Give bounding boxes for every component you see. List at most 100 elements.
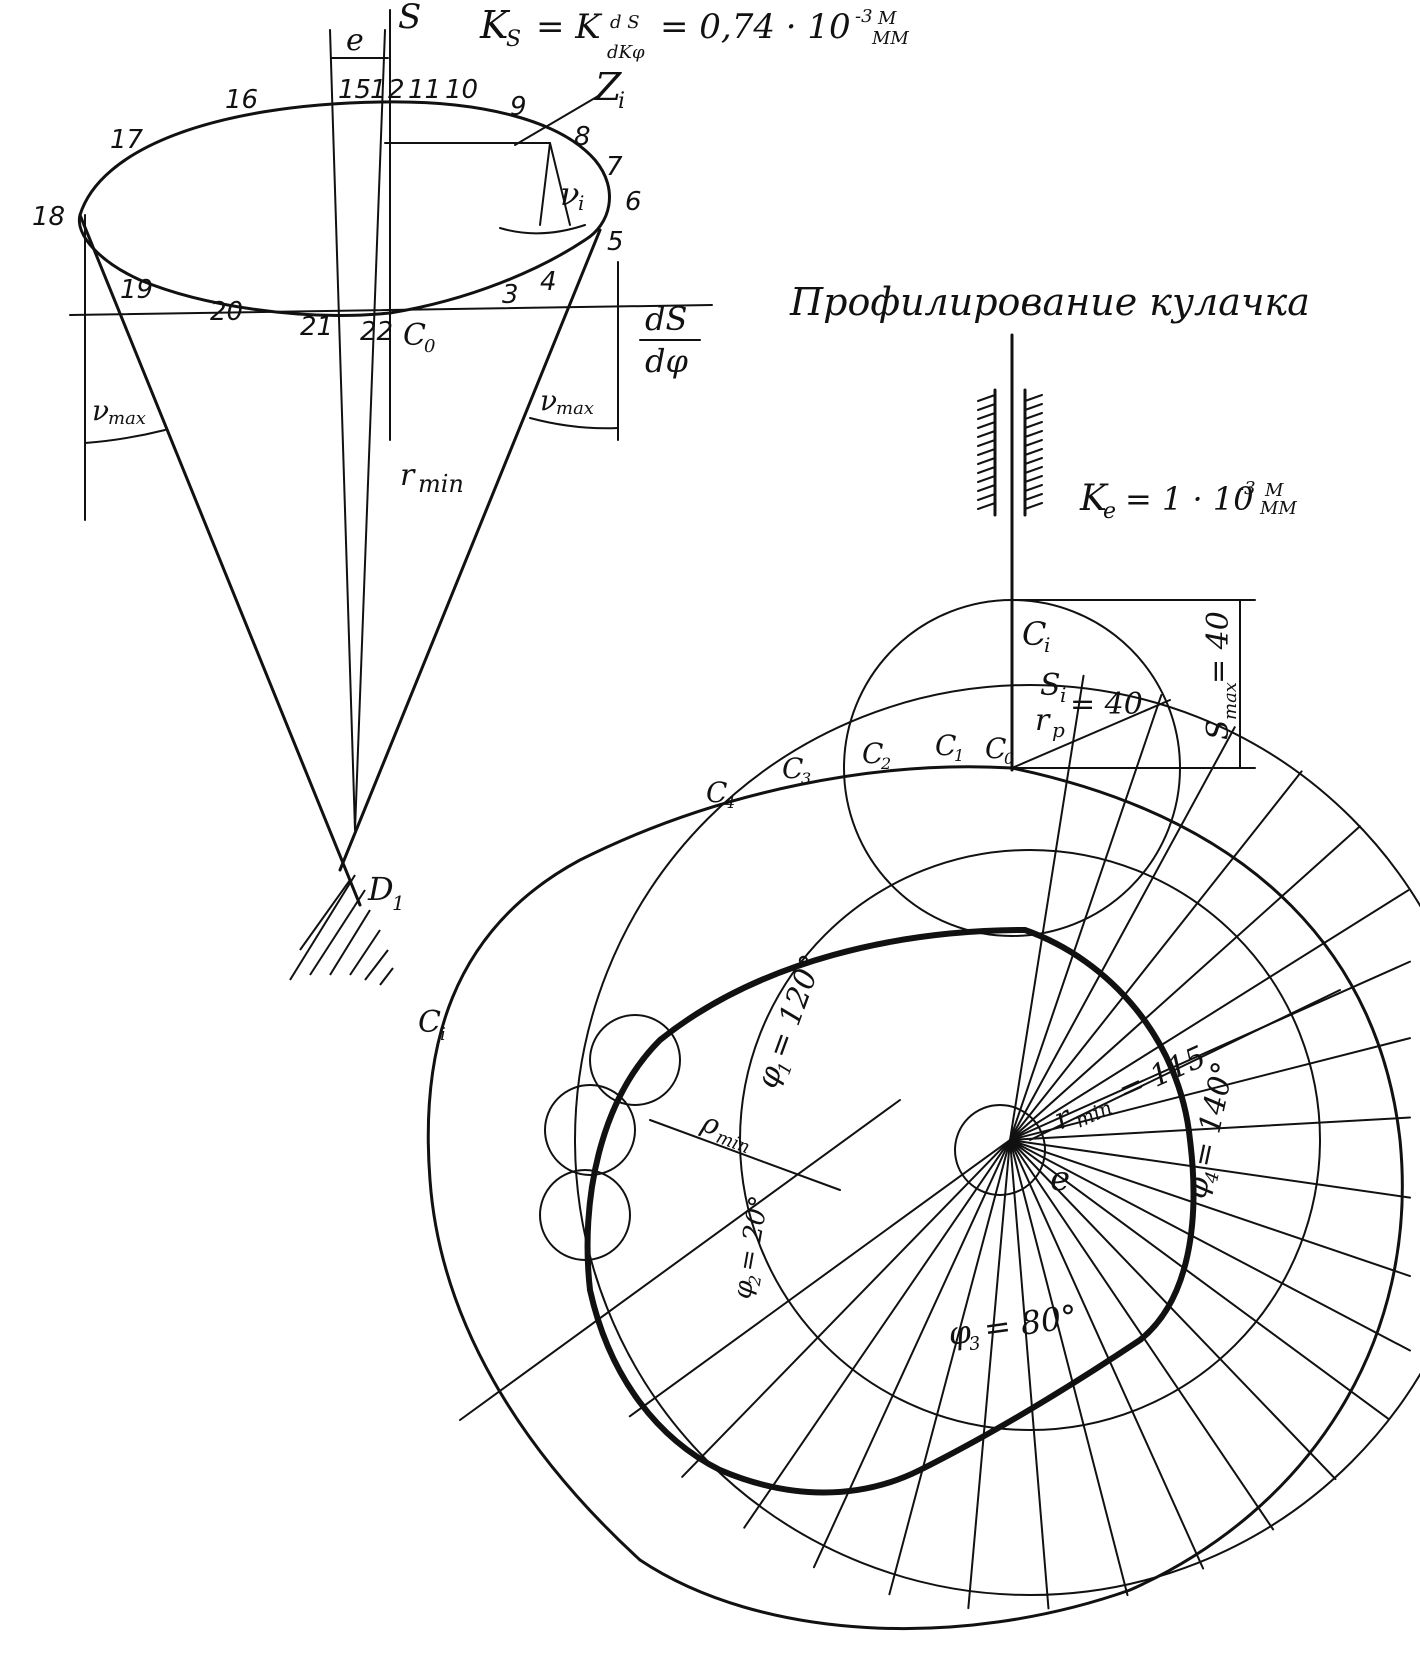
guide-tick xyxy=(977,502,996,510)
guide-tick xyxy=(1024,421,1043,429)
point-label-18: 18 xyxy=(32,202,65,232)
kl-symbol: K xyxy=(1079,478,1109,519)
cam-rays xyxy=(628,674,1411,1610)
guide-tick xyxy=(1024,484,1043,492)
cam-ray xyxy=(1009,694,1163,1141)
ks-unit-bot: MM xyxy=(871,28,909,49)
dsdphi-bot: dφ xyxy=(645,342,688,380)
point-label-11: 11 xyxy=(408,75,441,105)
cam-ray xyxy=(1009,1037,1411,1141)
point-label-4: 4 xyxy=(540,267,557,297)
rho-min-sub: min xyxy=(713,1127,753,1159)
guide-tick xyxy=(1024,502,1043,510)
c0-label: C xyxy=(985,732,1006,765)
numax-right-arc xyxy=(529,417,619,430)
ci-top-label: C xyxy=(1022,615,1046,653)
follower-guide-ticks xyxy=(977,394,1043,510)
rmin-upper-label: r xyxy=(400,458,416,493)
cam-ray xyxy=(1009,1139,1411,1278)
cam-ray xyxy=(1009,1139,1337,1481)
cam-ray xyxy=(1009,1139,1411,1352)
c3-sub: 3 xyxy=(801,769,811,788)
guide-tick xyxy=(977,412,996,420)
roller-circle-3 xyxy=(539,1169,631,1261)
cam-drawing xyxy=(426,333,1420,1631)
nu-i-sub: i xyxy=(578,191,584,215)
point-label-20: 20 xyxy=(210,297,243,327)
c2-label: C xyxy=(862,737,883,770)
point-label-6: 6 xyxy=(625,187,642,217)
guide-tick xyxy=(1024,430,1043,438)
normal-line xyxy=(539,142,551,226)
ks-subscript: S xyxy=(506,27,521,52)
guide-tick xyxy=(977,493,996,501)
kl-exponent: -3 xyxy=(1238,478,1256,499)
guide-tick xyxy=(1024,403,1043,411)
e-offset-line-2 xyxy=(354,29,386,831)
s-axis-label: S xyxy=(398,0,421,37)
ds-dphi-curve xyxy=(77,100,611,317)
point-label-16: 16 xyxy=(225,85,258,115)
ks-value: = 0,74 · 10 xyxy=(660,7,851,47)
hatched-region xyxy=(289,874,394,986)
point-label-7: 7 xyxy=(606,152,623,182)
hub-circle xyxy=(954,1104,1046,1196)
point-label-17: 17 xyxy=(110,125,144,155)
guide-tick xyxy=(977,430,996,438)
guide-tick xyxy=(977,394,996,402)
guide-tick xyxy=(977,448,996,456)
c1-sub: 1 xyxy=(954,746,964,765)
guide-tick xyxy=(1024,493,1043,501)
phi1-value: = 120° xyxy=(761,950,830,1062)
rp-radius-line xyxy=(1011,699,1171,769)
kl-subscript: e xyxy=(1103,499,1116,524)
phi2-sub: 2 xyxy=(745,1274,766,1288)
cam-ray xyxy=(967,1139,1011,1610)
smax-label: S xyxy=(1201,719,1236,740)
c1-label: C xyxy=(935,729,956,762)
c2-sub: 2 xyxy=(880,754,891,773)
point-label-8: 8 xyxy=(574,122,591,152)
cam-ray xyxy=(1009,1139,1275,1531)
phi4-sub: 4 xyxy=(1201,1170,1224,1187)
guide-tick xyxy=(977,484,996,492)
c3-label: C xyxy=(782,752,803,785)
point-label-22: 22 xyxy=(360,317,393,347)
roller-circle-2 xyxy=(544,1084,636,1176)
point-label-2: 2 xyxy=(388,75,405,105)
numax-left-label: ν xyxy=(92,394,109,427)
cam-ray xyxy=(1009,1116,1411,1141)
smax-sub: max xyxy=(1220,682,1241,720)
c0-axis-sub: 0 xyxy=(424,336,435,357)
secant-line xyxy=(459,1099,901,1421)
si-sub: i xyxy=(1060,683,1066,707)
zi-sub: i xyxy=(618,89,625,114)
labels: K S = K d S dKφ = 0,74 · 10 -3 M MM S e … xyxy=(32,0,1310,1355)
guide-tick xyxy=(1024,475,1043,483)
c4-label: C xyxy=(706,776,727,809)
d1-label: D xyxy=(367,870,394,908)
e-top-label: e xyxy=(346,23,364,58)
c0-sub: 0 xyxy=(1004,749,1014,768)
numax-right-label: ν xyxy=(540,384,557,417)
ci-left-sub: i xyxy=(440,1024,446,1045)
ks-eq: = K xyxy=(536,7,603,47)
numax-left-arc xyxy=(84,429,166,444)
rp-label: r xyxy=(1035,703,1051,738)
cam-ray xyxy=(1009,1139,1050,1610)
tangent-left xyxy=(78,213,362,907)
nu-i-label: ν xyxy=(560,175,579,213)
dsdphi-axis xyxy=(69,304,713,316)
guide-tick xyxy=(977,403,996,411)
follower-guide-hatch xyxy=(993,388,1027,517)
kl-value: = 1 · 10 xyxy=(1125,480,1254,518)
tangent-right xyxy=(338,228,602,872)
point-label-3: 3 xyxy=(502,280,519,310)
cam-ray xyxy=(1009,674,1085,1141)
rp-value: = 40 xyxy=(1070,687,1143,722)
roller-circle-top xyxy=(843,599,1181,937)
e-main-label: e xyxy=(1050,1159,1070,1199)
guide-tick xyxy=(1024,412,1043,420)
normal-line-2 xyxy=(549,142,571,226)
cam-ray xyxy=(681,1139,1011,1478)
